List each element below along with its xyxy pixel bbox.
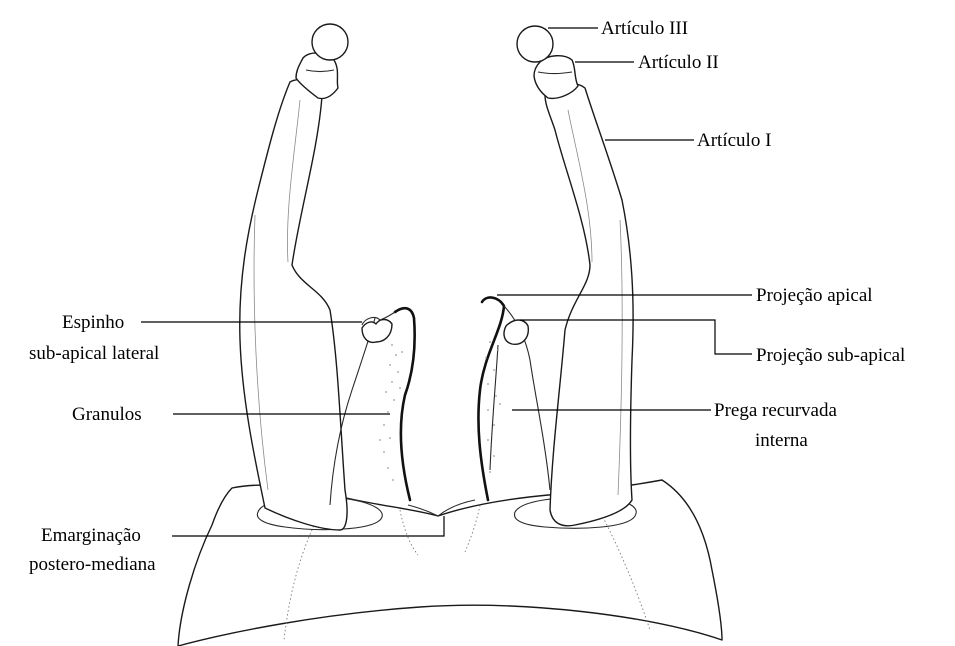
right-inner-process: [478, 297, 550, 500]
right-style-articulo-i: [545, 84, 633, 526]
leader-projecao-subapical: [520, 320, 752, 354]
label-emarginacao-line2: postero-mediana: [29, 554, 156, 575]
label-espinho-line2: sub-apical lateral: [29, 343, 159, 364]
basal-plate: [178, 480, 722, 646]
labels: Artículo III Artículo II Artículo I Proj…: [29, 18, 905, 575]
right-style-articulo-iii: [517, 26, 553, 62]
label-prega-line2: interna: [755, 430, 808, 451]
label-prega-line1: Prega recurvada: [714, 400, 837, 421]
label-emarginacao-line1: Emarginação: [41, 525, 141, 546]
right-style-articulo-ii: [534, 56, 578, 99]
label-projecao-subapical: Projeção sub-apical: [756, 345, 905, 366]
label-projecao-apical: Projeção apical: [756, 285, 873, 306]
left-style-articulo-iii: [312, 24, 348, 60]
left-style-articulo-i: [240, 80, 347, 530]
label-espinho-line1: Espinho: [62, 312, 124, 333]
label-granulos: Granulos: [72, 404, 142, 425]
label-articulo-i: Artículo I: [697, 130, 771, 151]
label-articulo-ii: Artículo II: [638, 52, 719, 73]
leader-lines: [141, 28, 752, 536]
left-granules: [379, 344, 403, 481]
label-articulo-iii: Artículo III: [601, 18, 688, 39]
